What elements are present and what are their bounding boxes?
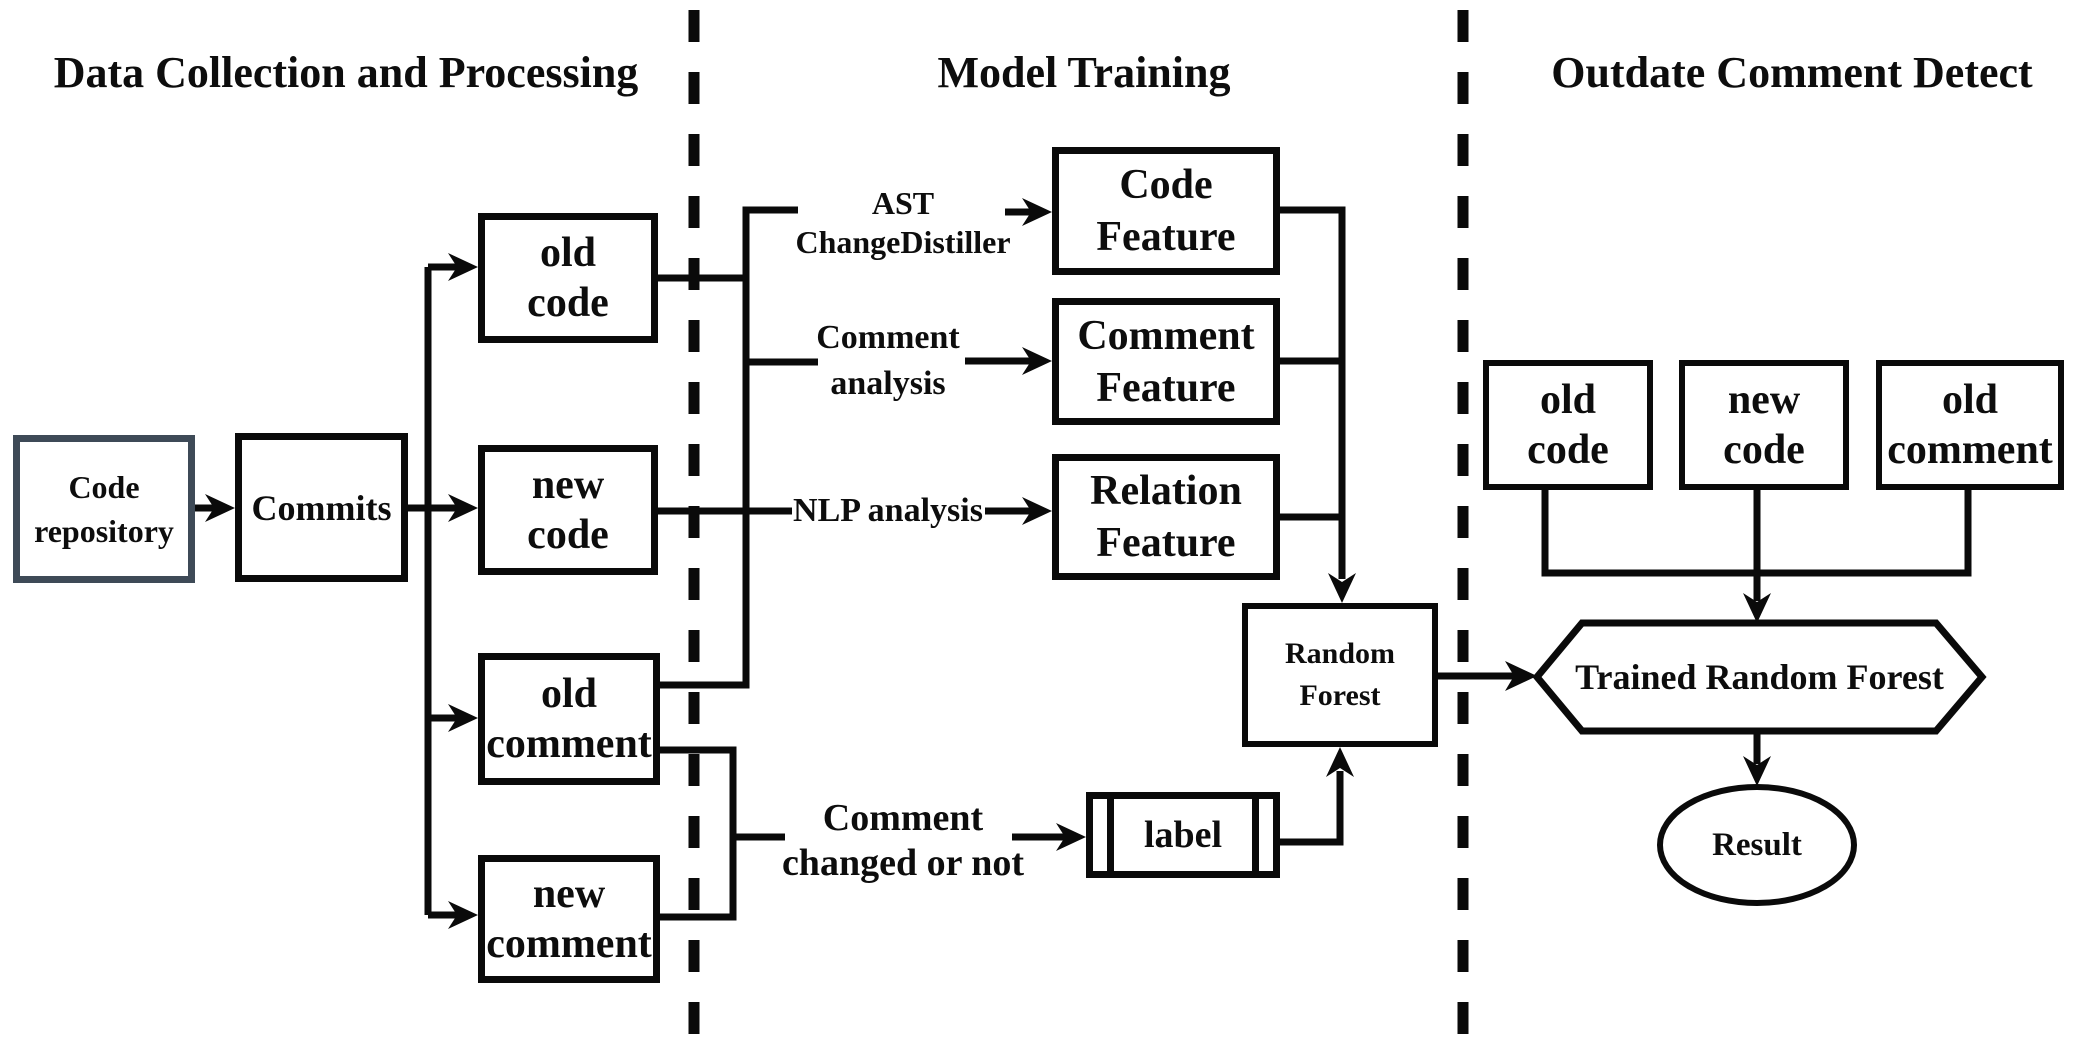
arrow-into-rf-bottom bbox=[1326, 747, 1354, 777]
node-trained-random-forest-label: Trained Random Forest bbox=[1575, 657, 1944, 697]
arrow-into-label bbox=[1056, 823, 1086, 851]
section-separators bbox=[688, 10, 1469, 1046]
node-new-code: new code bbox=[478, 445, 658, 575]
node-new-comment: new comment bbox=[478, 855, 660, 983]
edge-features-collector bbox=[1280, 206, 1346, 579]
arrow-into-relationfeature bbox=[1022, 497, 1052, 525]
label-ast-changedistiller: AST ChangeDistiller bbox=[795, 185, 1011, 260]
label-comment-changed-or-not: Comment changed or not bbox=[781, 797, 1025, 884]
trained-random-forest-hexagon bbox=[1532, 619, 1987, 735]
node-commits: Commits bbox=[235, 433, 408, 582]
node-random-forest: Random Forest bbox=[1242, 603, 1438, 747]
arrow-into-commentfeature bbox=[1022, 347, 1052, 375]
node-code-repository: Code repository bbox=[13, 435, 195, 583]
connectors bbox=[195, 206, 1972, 921]
node-detect-old-code: old code bbox=[1483, 360, 1653, 490]
arrowheads bbox=[205, 198, 1771, 929]
node-old-comment: old comment bbox=[478, 653, 660, 785]
node-old-code: old code bbox=[478, 213, 658, 343]
arrow-into-newcomment bbox=[448, 901, 478, 929]
arrow-into-commits bbox=[205, 494, 235, 522]
label-nlp-analysis: NLP analysis bbox=[793, 492, 983, 529]
title-data-collection: Data Collection and Processing bbox=[53, 47, 639, 97]
label-inner-bar-right bbox=[1252, 799, 1259, 871]
arrow-into-codefeature bbox=[1022, 198, 1052, 226]
node-detect-old-comment: old comment bbox=[1876, 360, 2064, 490]
node-label: label bbox=[1086, 792, 1280, 878]
label-comment-analysis: Comment analysis bbox=[816, 319, 960, 402]
node-result-label: Result bbox=[1712, 826, 1802, 863]
node-detect-new-code: new code bbox=[1679, 360, 1849, 490]
label-text: label bbox=[1143, 814, 1223, 856]
result-ellipse bbox=[1657, 784, 1857, 906]
arrow-into-oldcomment bbox=[448, 704, 478, 732]
node-relation-feature: Relation Feature bbox=[1052, 454, 1280, 580]
arrow-into-result bbox=[1743, 756, 1771, 786]
label-inner-bar-left bbox=[1107, 799, 1114, 871]
arrow-into-hexagon-top bbox=[1743, 593, 1771, 623]
arrow-into-hexagon-left bbox=[1505, 661, 1537, 691]
arrow-into-oldcode bbox=[448, 253, 478, 281]
node-code-feature: Code Feature bbox=[1052, 147, 1280, 275]
arrow-into-newcode bbox=[448, 494, 478, 522]
title-outdate-comment-detect: Outdate Comment Detect bbox=[1551, 47, 2033, 97]
title-model-training: Model Training bbox=[937, 47, 1231, 97]
edge-collector-main bbox=[660, 206, 798, 689]
arrow-into-rf-top bbox=[1328, 573, 1356, 603]
edge-label-rf bbox=[1280, 771, 1344, 846]
node-comment-feature: Comment Feature bbox=[1052, 298, 1280, 425]
